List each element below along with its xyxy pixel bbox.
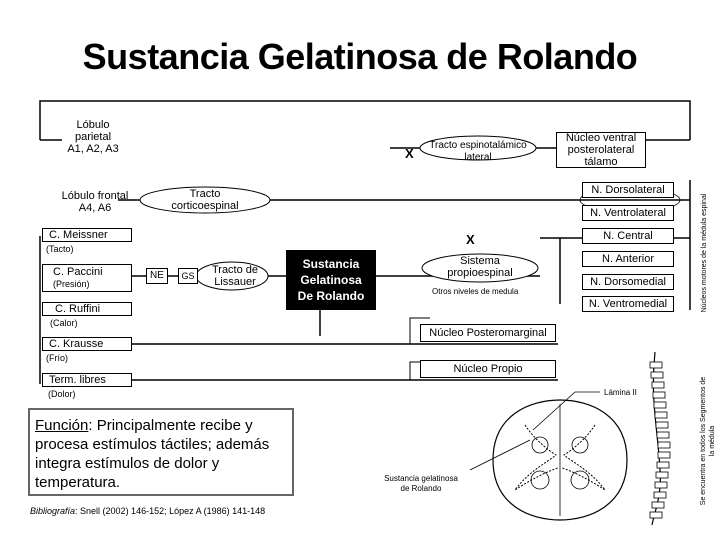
espinotalamico-line-1: Tracto espinotalámico bbox=[429, 140, 527, 151]
sistema-propioespinal-label: Sistema propioespinal bbox=[440, 255, 520, 279]
x-mark-espinotalamico: X bbox=[405, 146, 414, 161]
corticoespinal-line-1: Tracto bbox=[189, 188, 221, 200]
sustancia-line-1: Sustancia bbox=[302, 257, 360, 271]
frio-label: (Frío) bbox=[46, 353, 68, 363]
gs-box: GS bbox=[178, 268, 198, 284]
funcion-text: : Principalmente recibe y procesa estímu… bbox=[35, 417, 270, 491]
tracto-lissauer-label: Tracto de Lissauer bbox=[205, 264, 265, 288]
espinotalamico-line-2: lateral bbox=[464, 152, 492, 163]
lobulo-frontal-label: Lóbulo frontal A4, A6 bbox=[50, 190, 140, 214]
tracto-espinotalamico-label: Tracto espinotalámico lateral bbox=[420, 140, 536, 164]
nucleus-ventromedial: N. Ventromedial bbox=[582, 296, 674, 312]
term-libres-box: Term. libres bbox=[42, 373, 132, 387]
nucleos-motores-vertical-label: Núcleos motores de la médula espinal bbox=[701, 193, 708, 313]
paccini-label: C. Paccini bbox=[53, 266, 103, 278]
lobulo-parietal-label: Lóbulo parietal A1, A2, A3 bbox=[58, 119, 128, 155]
tracto-corticoespinal-label: Tracto corticoespinal bbox=[160, 188, 250, 212]
sustancia-line-2: Gelatinosa bbox=[300, 273, 362, 287]
nucleus-ventrolateral: N. Ventrolateral bbox=[582, 205, 674, 221]
corticoespinal-line-2: corticoespinal bbox=[171, 200, 239, 212]
sg-label-line-2: de Rolando bbox=[400, 484, 442, 493]
krausse-box: C. Krausse bbox=[42, 337, 132, 351]
lobulo-frontal-line-2: A4, A6 bbox=[78, 202, 112, 214]
sistema-line-1: Sistema bbox=[460, 255, 500, 267]
bibliografia-text: : Snell (2002) 146-152; López A (1986) 1… bbox=[75, 506, 266, 516]
lobulo-frontal-line-1: Lóbulo frontal bbox=[61, 190, 129, 202]
lobulo-parietal-line-1: Lóbulo bbox=[76, 119, 110, 131]
spine-label-line-2: la médula bbox=[709, 425, 716, 457]
ne-box: NE bbox=[146, 268, 168, 284]
nucleus-central: N. Central bbox=[582, 228, 674, 244]
meissner-box: C. Meissner bbox=[42, 228, 132, 242]
lissauer-line-1: Tracto de bbox=[211, 264, 259, 276]
lissauer-line-2: Lissauer bbox=[214, 276, 256, 288]
tacto-label: (Tacto) bbox=[46, 244, 74, 254]
ruffini-box: C. Ruffini bbox=[42, 302, 132, 316]
funcion-label: Función bbox=[35, 417, 89, 434]
calor-label: (Calor) bbox=[50, 318, 78, 328]
nucleus-dorsomedial: N. Dorsomedial bbox=[582, 274, 674, 290]
sustancia-line-3: De Rolando bbox=[297, 289, 365, 303]
vertebral-column-icon bbox=[649, 351, 671, 526]
spinal-cord-cross-section bbox=[469, 391, 628, 521]
funcion-box: Función: Principalmente recibe y procesa… bbox=[28, 408, 294, 496]
dolor-label: (Dolor) bbox=[48, 389, 76, 399]
nucleo-ventral-line-1: Núcleo ventral bbox=[565, 132, 637, 144]
nucleo-ventral-line-3: tálamo bbox=[584, 156, 618, 168]
sistema-line-2: propioespinal bbox=[447, 267, 513, 279]
sg-label-line-1: Sustancia gelatinosa bbox=[384, 474, 458, 483]
sustancia-gelatinosa-box: Sustancia Gelatinosa De Rolando bbox=[286, 250, 376, 310]
lobulo-parietal-line-3: A1, A2, A3 bbox=[67, 143, 119, 155]
lamina-ii-label: Lámina II bbox=[604, 388, 637, 397]
otros-niveles-label: Otros niveles de medula bbox=[432, 287, 519, 296]
nucleus-anterior: N. Anterior bbox=[582, 251, 674, 267]
spine-vertical-label: Se encuentra en todos los Segmentos de l… bbox=[699, 361, 717, 521]
nucleo-propio-box: Núcleo Propio bbox=[420, 360, 556, 378]
nucleo-ventral-line-2: posterolateral bbox=[567, 144, 635, 156]
lobulo-parietal-line-2: parietal bbox=[74, 131, 112, 143]
nucleo-posteromarginal-box: Núcleo Posteromarginal bbox=[420, 324, 556, 342]
x-mark-central: X bbox=[466, 232, 475, 247]
presion-label: (Presión) bbox=[53, 279, 90, 289]
page-title: Sustancia Gelatinosa de Rolando bbox=[82, 36, 638, 77]
bibliografia-label: Bibliografía bbox=[30, 506, 76, 516]
spine-label-line-1: Se encuentra en todos los Segmentos de bbox=[700, 376, 707, 506]
paccini-box: C. Paccini (Presión) bbox=[42, 264, 132, 292]
bibliografia: Bibliografía: Snell (2002) 146-152; Lópe… bbox=[30, 506, 265, 516]
nucleo-ventral-box: Núcleo ventral posterolateral tálamo bbox=[556, 132, 646, 168]
nucleus-dorsolateral: N. Dorsolateral bbox=[582, 182, 674, 198]
sg-cross-section-label: Sustancia gelatinosa de Rolando bbox=[376, 474, 466, 494]
